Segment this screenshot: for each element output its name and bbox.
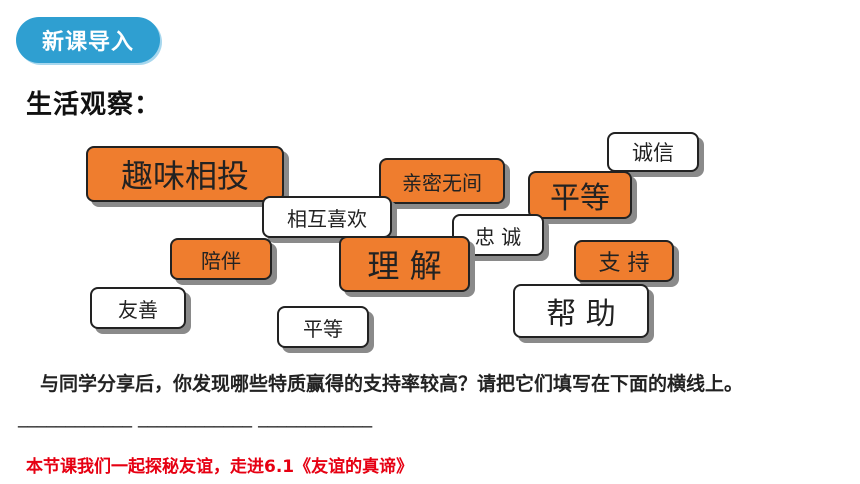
- tag-mutual-liking: 相互喜欢: [262, 196, 392, 238]
- lesson-note: 本节课我们一起探秘友谊，走进6.1《友谊的真谛》: [26, 457, 414, 477]
- tag-equality-small: 平等: [277, 306, 369, 348]
- tag-understanding: 理 解: [339, 236, 470, 292]
- section-badge-label: 新课导入: [41, 30, 134, 55]
- tag-integrity: 诚信: [607, 132, 699, 172]
- tag-intimate: 亲密无间: [379, 158, 505, 204]
- word-cloud: 诚信 趣味相投 亲密无间 平等 相互喜欢 忠 诚 陪伴 理 解 支 持 友善 帮…: [86, 132, 699, 348]
- tag-companionship: 陪伴: [170, 238, 272, 280]
- tag-help: 帮 助: [513, 284, 649, 338]
- page-heading: 生活观察：: [26, 90, 162, 120]
- section-badge: 新课导入: [16, 17, 160, 63]
- answer-blanks[interactable]: ____________ ____________ ____________: [18, 406, 373, 428]
- tag-kindness: 友善: [90, 287, 186, 329]
- tag-shared-interests: 趣味相投: [86, 146, 284, 202]
- question-text: 与同学分享后，你发现哪些特质赢得的支持率较高？请把它们填写在下面的横线上。: [40, 373, 744, 395]
- tag-support: 支 持: [574, 240, 674, 282]
- question-paragraph: 与同学分享后，你发现哪些特质赢得的支持率较高？请把它们填写在下面的横线上。 __…: [18, 368, 838, 434]
- tag-equality-large: 平等: [528, 171, 632, 219]
